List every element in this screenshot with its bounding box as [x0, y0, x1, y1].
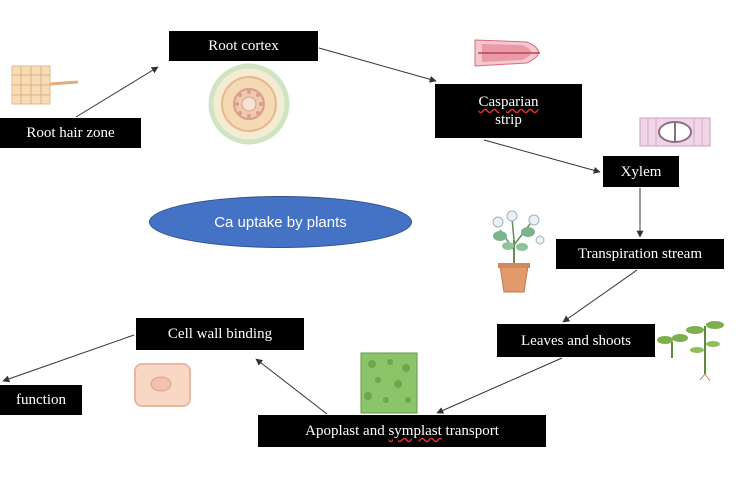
- xylem-vessel-icon: [639, 117, 711, 147]
- node-label-line2: strip: [495, 112, 522, 128]
- node-label: Xylem: [620, 163, 662, 180]
- node-label: Leaves and shoots: [521, 332, 631, 349]
- node-label-part1: Apoplast and: [305, 423, 389, 439]
- node-label: Root hair zone: [26, 125, 115, 141]
- node-transpiration-stream: Transpiration stream: [556, 239, 724, 269]
- arrow-leaves-to-apoplast: [436, 357, 563, 414]
- arrow-apoplast-to-cellwall: [255, 358, 328, 415]
- center-label: Ca uptake by plants: [214, 213, 347, 231]
- arrow-cellwall-to-function: [2, 334, 135, 383]
- node-apoplast-symplast-transport: Apoplast and symplast transport: [258, 415, 546, 447]
- leaf-tissue-icon: [360, 352, 418, 414]
- arrow-roothair-to-cortex: [75, 66, 159, 118]
- node-root-hair-zone: Root hair zone: [0, 118, 141, 148]
- node-leaves-and-shoots: Leaves and shoots: [497, 324, 655, 357]
- node-label-part2: symplast: [388, 423, 442, 439]
- seedlings-icon: [657, 321, 724, 382]
- arrow-transpiration-to-leaves: [562, 269, 638, 323]
- plant-cell-icon: [134, 363, 191, 407]
- center-ellipse: Ca uptake by plants: [149, 196, 412, 248]
- node-label-part3: transport: [441, 423, 499, 439]
- arrow-casparian-to-xylem: [483, 139, 601, 174]
- node-root-cortex: Root cortex: [169, 31, 318, 61]
- node-label: Transpiration stream: [577, 246, 702, 262]
- node-label: Root cortex: [208, 38, 279, 54]
- root-cross-section-icon: [208, 63, 290, 145]
- node-function: function: [0, 385, 82, 415]
- node-label: function: [16, 392, 66, 408]
- node-casparian-strip: Casparian strip: [435, 84, 582, 138]
- node-cell-wall-binding: Cell wall binding: [136, 318, 304, 350]
- potted-plant-icon: [492, 210, 545, 293]
- node-xylem: Xylem: [603, 156, 679, 187]
- node-label: Cell wall binding: [167, 326, 273, 342]
- arrow-cortex-to-casparian: [318, 47, 437, 83]
- node-label-line1: Casparian: [478, 94, 539, 110]
- root-hair-tissue-icon: [11, 65, 79, 105]
- root-tip-icon: [474, 39, 540, 67]
